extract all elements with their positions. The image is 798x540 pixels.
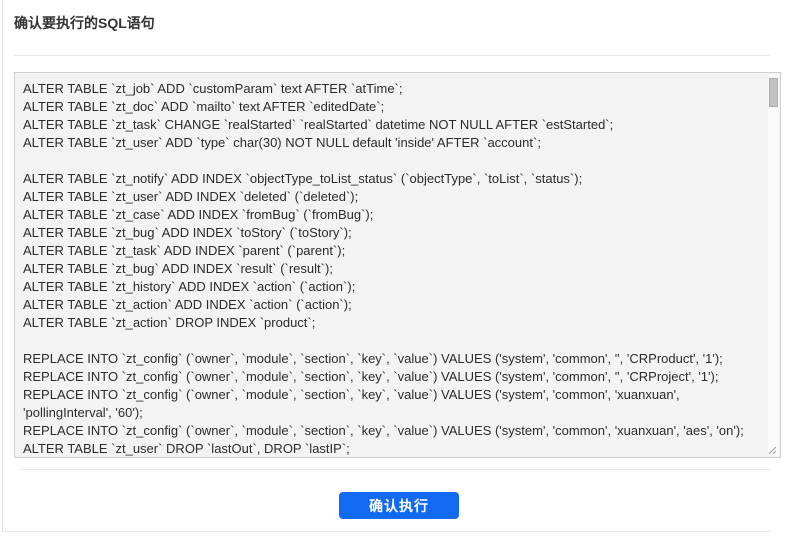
resize-grip-icon[interactable] <box>768 442 777 455</box>
sql-line: REPLACE INTO `zt_config` (`owner`, `modu… <box>23 423 744 438</box>
sql-line: ALTER TABLE `zt_action` ADD INDEX `actio… <box>23 297 352 312</box>
sql-line: ALTER TABLE `zt_user` ADD INDEX `deleted… <box>23 189 359 204</box>
scrollbar-thumb[interactable] <box>769 78 778 107</box>
sql-line: ALTER TABLE `zt_history` ADD INDEX `acti… <box>23 279 356 294</box>
title-divider <box>14 55 771 56</box>
sql-line: ALTER TABLE `zt_action` DROP INDEX `prod… <box>23 315 316 330</box>
sql-line: REPLACE INTO `zt_config` (`owner`, `modu… <box>23 369 719 384</box>
sql-line: ALTER TABLE `zt_task` CHANGE `realStarte… <box>23 117 614 132</box>
sql-line: ALTER TABLE `zt_user` DROP `lastOut`, DR… <box>23 441 350 456</box>
page-title: 确认要执行的SQL语句 <box>14 15 155 31</box>
sql-line: ALTER TABLE `zt_task` ADD INDEX `parent`… <box>23 243 346 258</box>
content-divider <box>20 469 771 470</box>
panel-bottom-border <box>2 531 771 532</box>
sql-line: ALTER TABLE `zt_job` ADD `customParam` t… <box>23 81 403 96</box>
scrollbar-track[interactable] <box>768 74 779 456</box>
sql-line <box>23 152 768 170</box>
sql-line <box>23 332 768 350</box>
sql-line: ALTER TABLE `zt_case` ADD INDEX `fromBug… <box>23 207 374 222</box>
sql-line: REPLACE INTO `zt_config` (`owner`, `modu… <box>23 387 684 420</box>
sql-line: ALTER TABLE `zt_bug` ADD INDEX `toStory`… <box>23 225 352 240</box>
sql-textarea[interactable]: ALTER TABLE `zt_job` ADD `customParam` t… <box>14 72 781 458</box>
sql-line: ALTER TABLE `zt_bug` ADD INDEX `result` … <box>23 261 333 276</box>
panel-left-border <box>2 0 3 531</box>
sql-line: REPLACE INTO `zt_config` (`owner`, `modu… <box>23 351 723 366</box>
sql-statements: ALTER TABLE `zt_job` ADD `customParam` t… <box>15 73 768 457</box>
confirm-execute-button[interactable]: 确认执行 <box>339 492 459 519</box>
sql-line: ALTER TABLE `zt_user` ADD `type` char(30… <box>23 135 541 150</box>
sql-line: ALTER TABLE `zt_notify` ADD INDEX `objec… <box>23 171 583 186</box>
sql-line: ALTER TABLE `zt_doc` ADD `mailto` text A… <box>23 99 385 114</box>
